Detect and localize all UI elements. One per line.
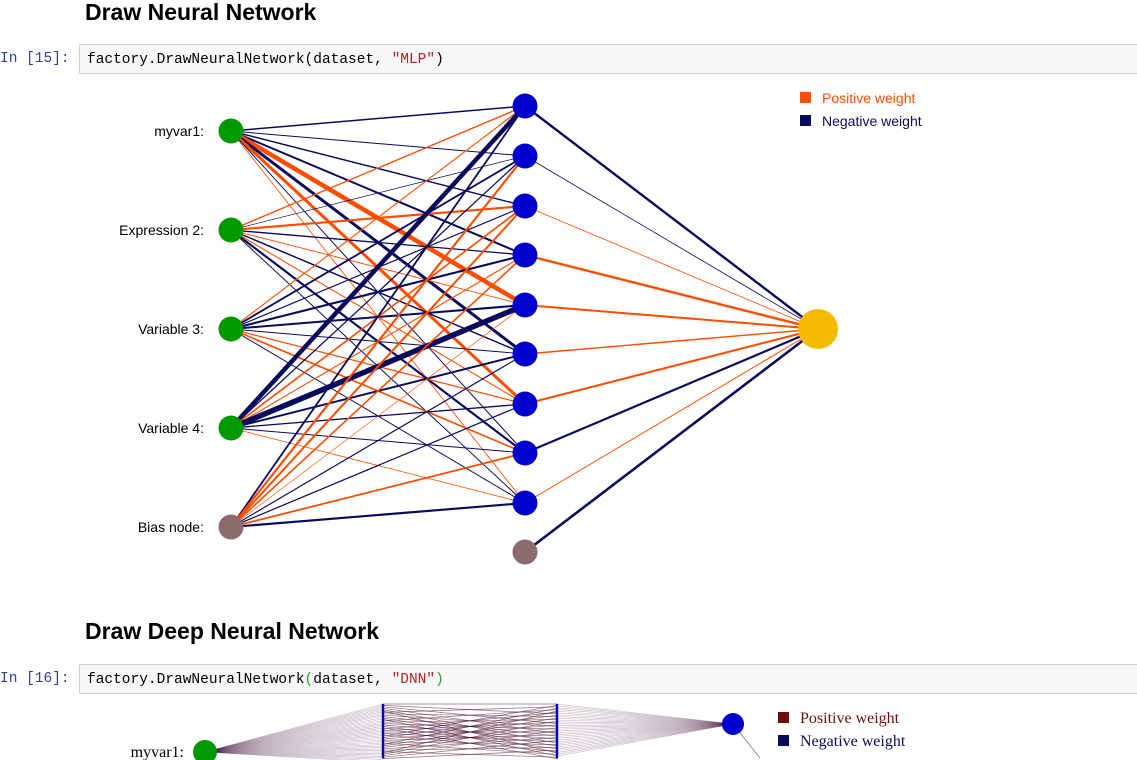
weight-edge	[231, 404, 525, 527]
hidden-node	[513, 441, 538, 466]
code-text: factory.DrawNeuralNetwork	[87, 672, 305, 688]
input-node	[219, 119, 244, 144]
input-node	[219, 218, 244, 243]
dnn-edges	[205, 704, 760, 760]
weight-edge	[525, 329, 818, 404]
code-close-paren: )	[435, 672, 444, 688]
bias-node	[219, 515, 244, 540]
weight-edge	[231, 206, 525, 527]
code-cell-mlp[interactable]: factory.DrawNeuralNetwork(dataset, "MLP"…	[79, 44, 1137, 74]
hidden-node	[513, 94, 538, 119]
code-open-paren: (	[305, 672, 314, 688]
hidden-node	[513, 342, 538, 367]
weight-edge	[557, 724, 733, 756]
hidden-node	[513, 392, 538, 417]
dnn-legend-negative-label: Negative weight	[800, 733, 906, 750]
mlp-legend: Positive weight Negative weight	[800, 90, 922, 129]
legend-positive-label: Positive weight	[822, 90, 915, 106]
input-label: Expression 2:	[119, 222, 204, 238]
weight-edge	[231, 156, 525, 329]
input-node	[219, 416, 244, 441]
input-label: Bias node:	[138, 519, 204, 535]
code-text: factory.DrawNeuralNetwork(dataset,	[87, 52, 392, 68]
hidden-node	[382, 756, 385, 759]
output-node	[798, 309, 838, 349]
input-node	[193, 740, 217, 760]
weight-edge	[525, 329, 818, 453]
weight-edge	[525, 329, 818, 552]
hidden-node	[556, 756, 559, 759]
weight-edge	[525, 329, 818, 503]
dnn-legend-negative-swatch	[778, 735, 789, 746]
weight-edge	[525, 206, 818, 329]
code-cell-dnn[interactable]: factory.DrawNeuralNetwork(dataset, "DNN"…	[79, 664, 1137, 694]
hidden-node	[513, 194, 538, 219]
code-string-mlp: "MLP"	[392, 52, 436, 68]
legend-negative-swatch	[800, 115, 811, 126]
bias-node	[513, 540, 538, 565]
mlp-network-diagram: myvar1: Expression 2: Variable 3: Variable …	[0, 80, 1137, 580]
dnn-legend-positive-swatch	[778, 712, 789, 723]
code-text-mid: dataset,	[313, 672, 391, 688]
weight-edge	[231, 156, 525, 428]
dnn-legend: Positive weight Negative weight	[778, 710, 906, 750]
input-label: myvar1:	[154, 123, 204, 139]
input-label: Variable 4:	[138, 420, 204, 436]
input-label: Variable 3:	[138, 321, 204, 337]
mlp-input-labels: myvar1: Expression 2: Variable 3: Variable …	[119, 123, 204, 535]
code-string-dnn: "DNN"	[392, 672, 436, 688]
dnn-legend-positive-label: Positive weight	[800, 710, 900, 727]
hidden-node	[513, 243, 538, 268]
hidden-node	[722, 713, 744, 735]
legend-negative-label: Negative weight	[822, 113, 922, 129]
dnn-network-diagram: myvar1: Positive weight Negative weight	[0, 700, 1137, 760]
weight-edge	[525, 329, 818, 354]
hidden-node	[513, 293, 538, 318]
heading-draw-deep-neural-network: Draw Deep Neural Network	[85, 618, 379, 644]
weight-edge	[525, 106, 818, 329]
cell-prompt-15: In [15]:	[0, 49, 76, 69]
legend-positive-swatch	[800, 92, 811, 103]
cell-prompt-16: In [16]:	[0, 669, 76, 689]
hidden-node	[513, 491, 538, 516]
input-node	[219, 317, 244, 342]
weight-edge	[231, 106, 525, 131]
code-text-end: )	[435, 52, 444, 68]
mlp-edges	[231, 106, 818, 552]
heading-draw-neural-network: Draw Neural Network	[85, 0, 316, 25]
weight-edge	[525, 156, 818, 329]
hidden-node	[513, 144, 538, 169]
